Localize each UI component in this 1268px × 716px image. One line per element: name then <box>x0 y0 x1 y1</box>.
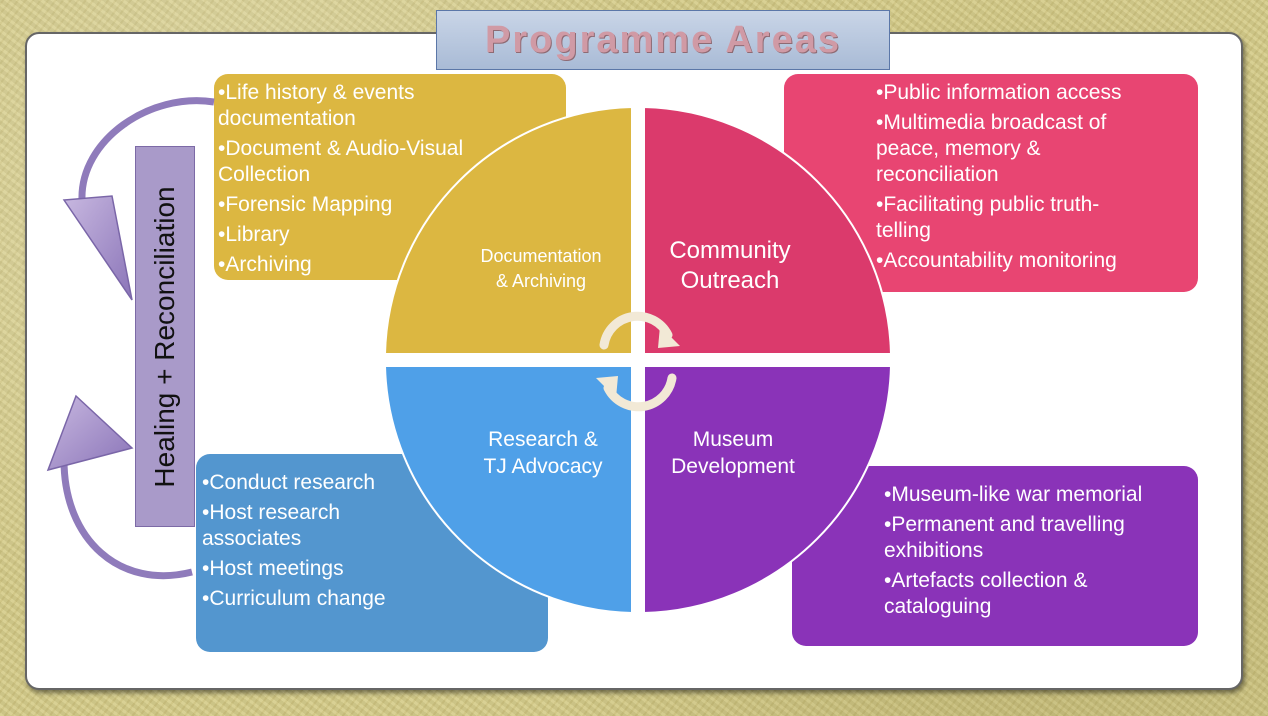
feedback-arrow-bottom-icon <box>46 394 193 580</box>
list-item: Permanent and travelling exhibitions <box>884 512 1174 564</box>
list-item: Facilitating public truth-telling <box>876 192 1146 244</box>
quadrant-label-outreach: Community Outreach <box>669 237 791 294</box>
museum-details-box: Museum-like war memorial Permanent and t… <box>792 466 1198 646</box>
side-label-text: Healing + Reconciliation <box>149 185 180 488</box>
feedback-arrow-top-icon <box>62 97 215 301</box>
outreach-details-box: Public information access Multimedia bro… <box>784 74 1198 292</box>
title-banner: Programme Areas <box>436 10 890 70</box>
list-item: Document & Audio-Visual Collection <box>218 136 468 188</box>
quadrant-research <box>383 365 633 615</box>
list-item: Public information access <box>876 80 1198 106</box>
list-item: Multimedia broadcast of peace, memory & … <box>876 110 1156 188</box>
list-item: Library <box>218 222 566 248</box>
list-item: Accountability monitoring <box>876 248 1198 274</box>
quadrant-outreach <box>643 105 893 355</box>
list-item: Life history & events documentation <box>218 80 468 132</box>
list-item: Forensic Mapping <box>218 192 566 218</box>
list-item: Curriculum change <box>202 586 548 612</box>
healing-reconciliation-label: Healing + Reconciliation <box>135 146 195 527</box>
cycle-arrows-icon <box>599 311 677 412</box>
list-item: Museum-like war memorial <box>884 482 1198 508</box>
documentation-details-box: Life history & events documentation Docu… <box>214 74 566 280</box>
list-item: Archiving <box>218 252 566 278</box>
quadrant-museum <box>643 365 893 615</box>
list-item: Conduct research <box>202 470 548 496</box>
quadrant-label-museum: Museum Development <box>671 428 795 478</box>
list-item: Host research associates <box>202 500 382 552</box>
quadrant-documentation <box>383 105 633 355</box>
list-item: Artefacts collection & cataloguing <box>884 568 1144 620</box>
quadrant-label-research: Research & TJ Advocacy <box>483 428 603 478</box>
quadrant-label-documentation: Documentation & Archiving <box>480 246 602 291</box>
list-item: Host meetings <box>202 556 548 582</box>
page-title: Programme Areas <box>485 18 841 61</box>
research-details-box: Conduct research Host research associate… <box>196 454 548 652</box>
